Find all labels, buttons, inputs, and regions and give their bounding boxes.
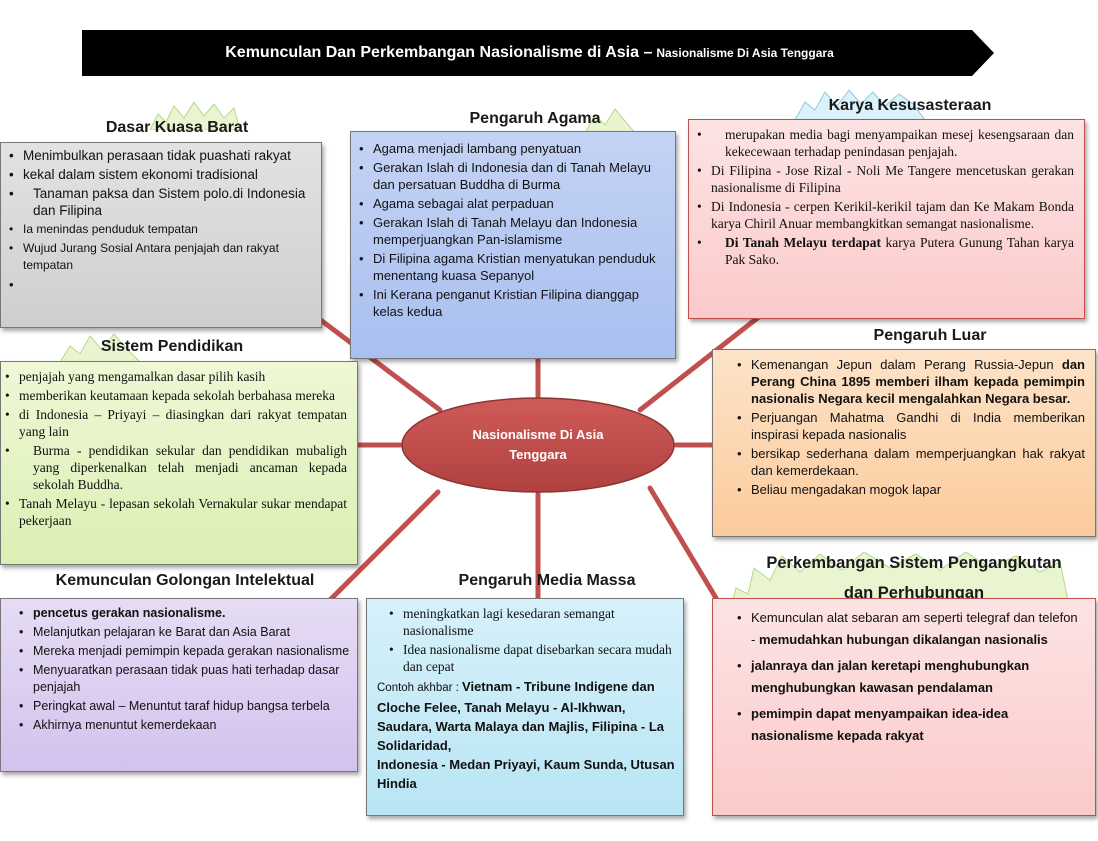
karya-item-4-bold: Di Tanah Melayu terdapat bbox=[725, 235, 882, 250]
node-box-dasar: Menimbulkan perasaan tidak puashati raky… bbox=[0, 142, 322, 328]
banner-title-text: Kemunculan Dan Perkembangan Nasionalisme… bbox=[82, 30, 977, 76]
node-box-agama: Agama menjadi lambang penyatuan Gerakan … bbox=[350, 131, 676, 359]
karya-item-4: Di Tanah Melayu terdapat karya Putera Gu… bbox=[697, 234, 1074, 268]
dasar-item-4: Ia menindas penduduk tempatan bbox=[9, 221, 315, 238]
node-title-media: Pengaruh Media Massa bbox=[458, 572, 636, 589]
spoke-dasar bbox=[315, 315, 443, 413]
agama-item-5: Di Filipina agama Kristian menyatukan pe… bbox=[359, 250, 669, 284]
media-contoh-list-2: Indonesia - Medan Priyayi, Kaum Sunda, U… bbox=[377, 757, 675, 791]
agama-item-1: Agama menjadi lambang penyatuan bbox=[359, 140, 669, 157]
title-banner: Kemunculan Dan Perkembangan Nasionalisme… bbox=[82, 30, 994, 76]
intelektual-item-5: Peringkat awal – Menuntut taraf hidup ba… bbox=[19, 698, 351, 715]
intelektual-item-4: Menyuaratkan perasaan tidak puas hati te… bbox=[19, 662, 351, 696]
luar-item-1-normal: Kemenangan Jepun dalam Perang Russia-Jep… bbox=[751, 357, 1062, 372]
media-item-2: Idea nasionalisme dapat disebarkan secar… bbox=[389, 641, 673, 675]
pengangkutan-item-1-normal: Kemunculan alat sebaran am seperti teleg… bbox=[751, 610, 1078, 647]
pendidikan-item-3: di Indonesia – Priyayi – diasingkan dari… bbox=[5, 406, 347, 440]
node-box-luar: Kemenangan Jepun dalam Perang Russia-Jep… bbox=[712, 349, 1096, 537]
agama-item-3: Agama sebagai alat perpaduan bbox=[359, 195, 669, 212]
pengangkutan-item-3: pemimpin dapat menyampaikan idea-idea na… bbox=[737, 703, 1085, 747]
agama-item-4: Gerakan Islah di Tanah Melayu dan Indone… bbox=[359, 214, 669, 248]
node-box-karya: merupakan media bagi menyampaikan mesej … bbox=[688, 119, 1085, 319]
central-topic-line2: Tenggara bbox=[509, 447, 567, 462]
pengangkutan-item-1: Kemunculan alat sebaran am seperti teleg… bbox=[737, 607, 1085, 651]
node-title-pendidikan: Sistem Pendidikan bbox=[100, 338, 244, 355]
central-topic-label: Nasionalisme Di Asia Tenggara bbox=[400, 396, 676, 494]
dasar-item-1: Menimbulkan perasaan tidak puashati raky… bbox=[9, 147, 315, 164]
pendidikan-item-4: Burma - pendidikan sekular dan pendidika… bbox=[5, 442, 347, 493]
spoke-pengangkutan bbox=[647, 485, 719, 601]
dasar-item-5: Wujud Jurang Sosial Antara penjajah dan … bbox=[9, 240, 315, 274]
node-title-pengangkutan: Perkembangan Sistem Pengangkutan dan Per… bbox=[740, 548, 1088, 608]
agama-item-2: Gerakan Islah di Indonesia dan di Tanah … bbox=[359, 159, 669, 193]
splash-decoration-karya bbox=[795, 89, 925, 120]
splash-decoration-dasar bbox=[150, 101, 240, 130]
node-title-dasar: Dasar Kuasa Barat bbox=[105, 119, 249, 136]
spoke-intelektual bbox=[327, 489, 441, 603]
node-title-agama: Pengaruh Agama bbox=[469, 110, 601, 127]
pengangkutan-item-1-bold: memudahkan hubungan dikalangan nasionali… bbox=[758, 632, 1048, 647]
media-contoh-list: Vietnam - Tribune Indigene dan Cloche Fe… bbox=[377, 679, 665, 753]
luar-item-1: Kemenangan Jepun dalam Perang Russia-Jep… bbox=[737, 356, 1085, 407]
media-contoh-akhbar: Contoh akhbar : Vietnam - Tribune Indige… bbox=[367, 677, 683, 793]
karya-item-1: merupakan media bagi menyampaikan mesej … bbox=[697, 126, 1074, 160]
karya-item-2: Di Filipina - Jose Rizal - Noli Me Tange… bbox=[697, 162, 1074, 196]
node-title-karya: Karya Kesusasteraan bbox=[828, 97, 992, 114]
node-title-luar: Pengaruh Luar bbox=[873, 327, 987, 344]
node-box-intelektual: pencetus gerakan nasionalisme. Melanjutk… bbox=[0, 598, 358, 772]
dasar-item-3: Tanaman paksa dan Sistem polo.di Indones… bbox=[9, 185, 315, 219]
splash-decoration-pengangkutan bbox=[730, 551, 1070, 610]
karya-item-3: Di Indonesia - cerpen Kerikil-kerikil ta… bbox=[697, 198, 1074, 232]
central-ellipse bbox=[401, 397, 675, 493]
node-box-pengangkutan: Kemunculan alat sebaran am seperti teleg… bbox=[712, 598, 1096, 816]
intelektual-item-1-bold: pencetus gerakan nasionalisme. bbox=[33, 606, 226, 620]
splash-decoration-agama bbox=[585, 108, 635, 133]
luar-item-2: Perjuangan Mahatma Gandhi di India membe… bbox=[737, 409, 1085, 443]
intelektual-item-3: Mereka menjadi pemimpin kepada gerakan n… bbox=[19, 643, 351, 660]
luar-item-4: Beliau mengadakan mogok lapar bbox=[737, 481, 1085, 498]
pengangkutan-item-3-bold: pemimpin dapat menyampaikan idea-idea na… bbox=[751, 706, 1009, 743]
pengangkutan-item-2-bold: jalanraya dan jalan keretapi menghubungk… bbox=[751, 658, 1030, 695]
pendidikan-item-2: memberikan keutamaan kepada sekolah berb… bbox=[5, 387, 347, 404]
banner-title: Kemunculan Dan Perkembangan Nasionalisme… bbox=[225, 44, 653, 61]
intelektual-item-2: Melanjutkan pelajaran ke Barat dan Asia … bbox=[19, 624, 351, 641]
node-title-intelektual: Kemunculan Golongan Intelektual bbox=[55, 572, 315, 589]
splash-decoration-pendidikan bbox=[60, 333, 140, 362]
central-topic-line1: Nasionalisme Di Asia bbox=[472, 427, 604, 442]
pendidikan-item-1: penjajah yang mengamalkan dasar pilih ka… bbox=[5, 368, 347, 385]
banner-arrow-shape bbox=[82, 30, 994, 76]
luar-item-3: bersikap sederhana dalam memperjuangkan … bbox=[737, 445, 1085, 479]
node-title-pengangkutan-line1: Perkembangan Sistem Pengangkutan bbox=[766, 554, 1062, 572]
luar-item-1-bold: dan Perang China 1895 memberi ilham kepa… bbox=[751, 357, 1085, 406]
intelektual-item-6: Akhirnya menuntut kemerdekaan bbox=[19, 717, 351, 734]
node-box-pendidikan: penjajah yang mengamalkan dasar pilih ka… bbox=[0, 361, 358, 565]
banner-subtitle: Nasionalisme Di Asia Tenggara bbox=[656, 46, 834, 60]
central-topic: Nasionalisme Di Asia Tenggara bbox=[400, 396, 676, 494]
intelektual-item-1: pencetus gerakan nasionalisme. bbox=[19, 605, 351, 622]
pengangkutan-item-2: jalanraya dan jalan keretapi menghubungk… bbox=[737, 655, 1085, 699]
media-contoh-label: Contoh akhbar : bbox=[377, 682, 463, 694]
pendidikan-item-5: Tanah Melayu - lepasan sekolah Vernakula… bbox=[5, 495, 347, 529]
dasar-item-2: kekal dalam sistem ekonomi tradisional bbox=[9, 166, 315, 183]
node-box-media: meningkatkan lagi kesedaran semangat nas… bbox=[366, 598, 684, 816]
karya-item-4-rest: karya Putera Gunung Tahan karya Pak Sako… bbox=[725, 235, 1074, 267]
agama-item-6: Ini Kerana penganut Kristian Filipina di… bbox=[359, 286, 669, 320]
spoke-karya bbox=[637, 313, 763, 413]
node-title-pengangkutan-line2: dan Perhubungan bbox=[843, 584, 985, 602]
media-item-1: meningkatkan lagi kesedaran semangat nas… bbox=[389, 605, 673, 639]
